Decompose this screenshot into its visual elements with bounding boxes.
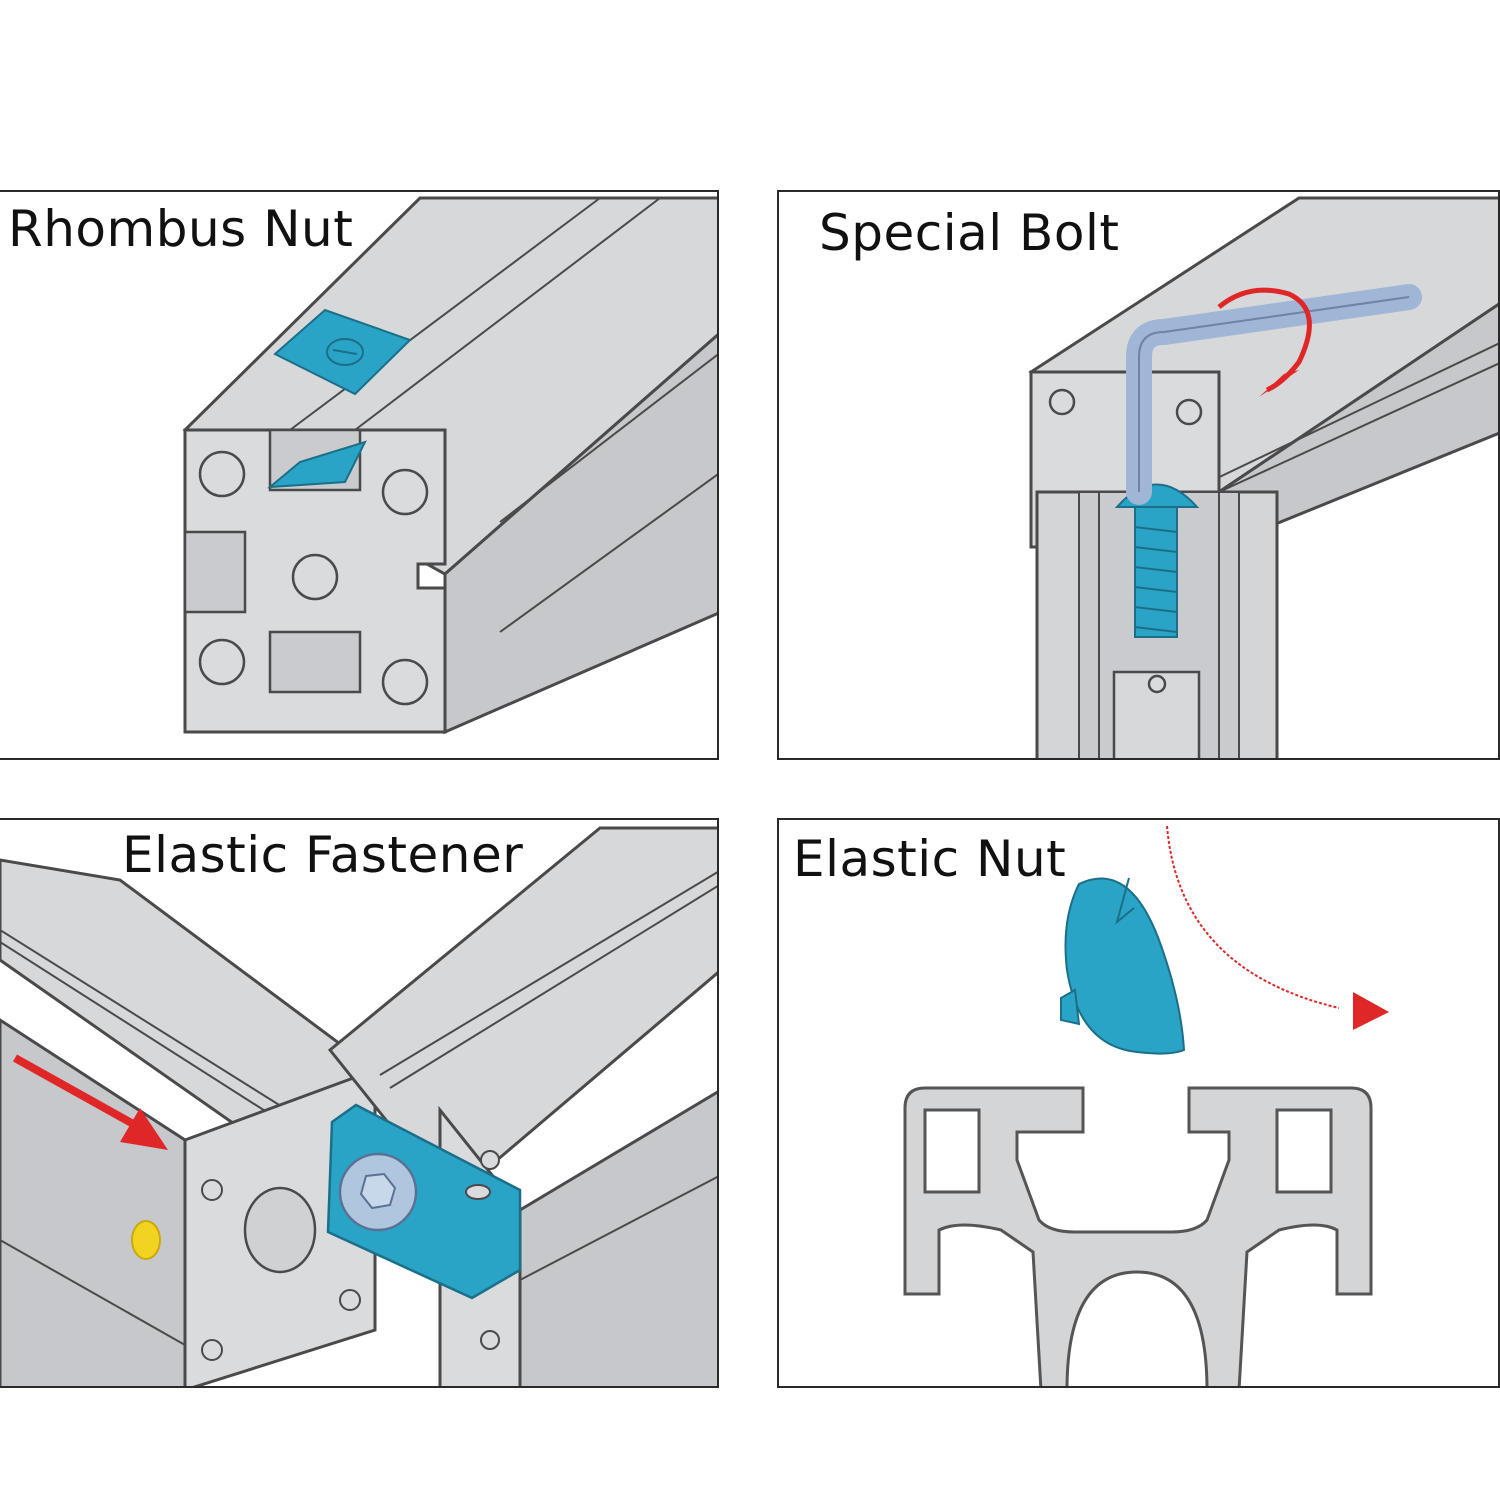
corner-hole: [381, 658, 429, 706]
rotation-arrow-head: [1353, 992, 1389, 1030]
left-profile-side-face: [0, 1018, 187, 1386]
rotation-arrow: [1166, 825, 1340, 1009]
center-hole: [291, 553, 339, 601]
insert-arrow-shaft: [13, 1054, 137, 1129]
elastic-fastener-illustration: [0, 826, 717, 1386]
profile-pocket: [923, 1108, 981, 1194]
rotation-arrow-head: [1259, 370, 1299, 397]
corner-hole: [198, 450, 246, 498]
profile-pocket: [1275, 1108, 1333, 1194]
panel-rhombus-nut: Rhombus Nut: [0, 190, 719, 760]
corner-hole: [381, 468, 429, 516]
corner-hole: [1175, 398, 1203, 426]
corner-hole: [1048, 388, 1076, 416]
nut-in-slot: [266, 440, 367, 489]
profile-center-hole: [1065, 1270, 1209, 1386]
insert-arrow-head: [120, 1108, 168, 1150]
panel-elastic-fastener: Elastic Fastener: [0, 818, 719, 1388]
panel-special-bolt: Special Bolt: [777, 190, 1500, 760]
corner-hole: [198, 638, 246, 686]
profile-cross-section: [903, 1086, 1373, 1386]
right-profile-side-face: [518, 1090, 717, 1386]
panel-title: Elastic Nut: [793, 830, 1067, 888]
rhombus-nut-illustration: [182, 196, 717, 735]
panel-elastic-nut: Elastic Nut: [777, 818, 1500, 1388]
elastic-nut: [1064, 877, 1186, 1055]
end-face-hole: [243, 1186, 317, 1274]
special-bolt-illustration: [1028, 196, 1498, 758]
panel-title: Rhombus Nut: [8, 200, 354, 258]
panel-title: Elastic Fastener: [122, 826, 524, 884]
hex-socket: [359, 1172, 397, 1210]
elastic-nut-illustration: [903, 825, 1389, 1386]
yellow-marker: [131, 1220, 161, 1260]
panel-title: Special Bolt: [819, 204, 1120, 262]
